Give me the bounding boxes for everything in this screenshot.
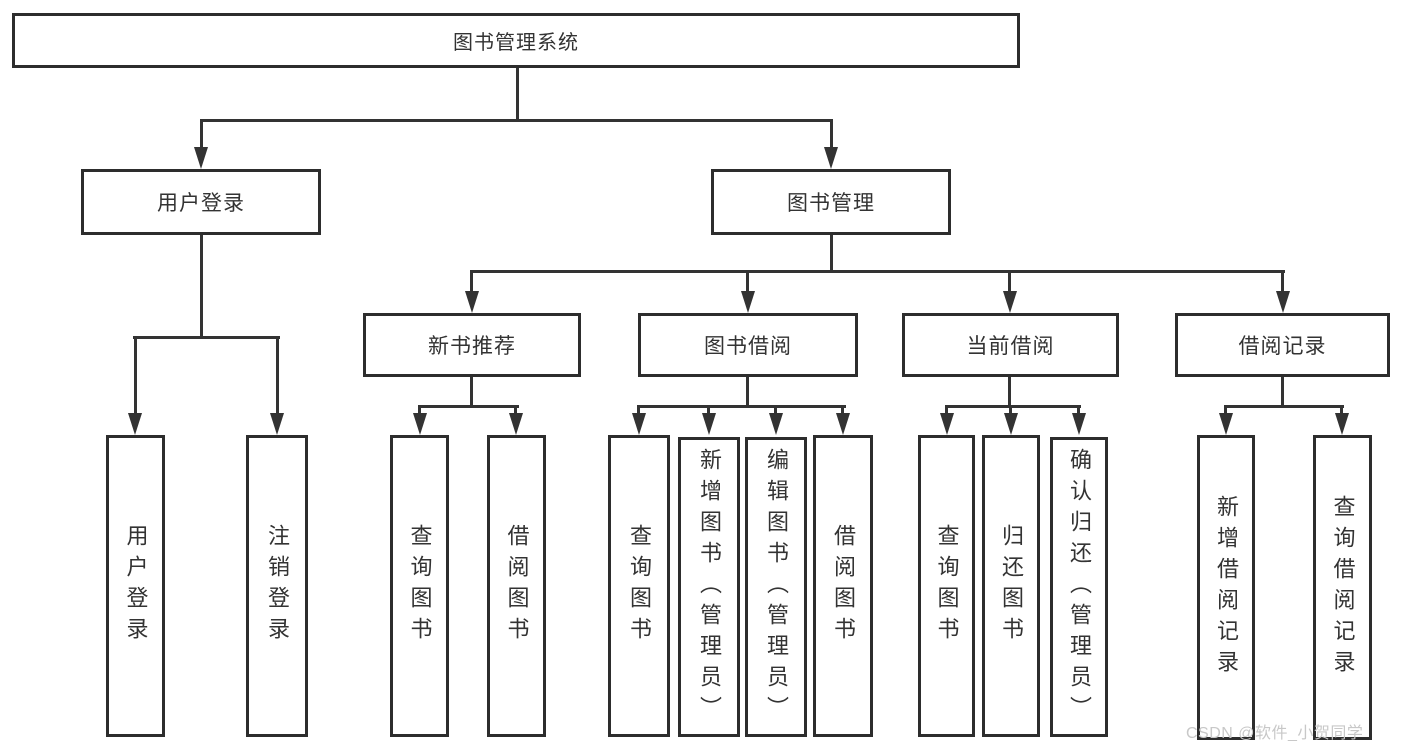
connector-leaf (1009, 405, 1012, 417)
connector-book-mgmt-stem (830, 235, 833, 273)
csdn-watermark: CSDN @软件_小贺同学 (1186, 725, 1364, 742)
arrow-leaf (413, 413, 427, 435)
arrow-to-user-login (194, 147, 208, 169)
connector-leaf (945, 405, 948, 417)
connector-leaf (774, 405, 777, 417)
arrow-leaf (702, 413, 716, 435)
node-current-borrowing: 当前借阅 (902, 313, 1119, 377)
arrow-leaf (940, 413, 954, 435)
arrow-to-book-mgmt (824, 147, 838, 169)
leaf-label: 借阅图书 (504, 524, 530, 648)
connector-borrow-records-stem (1281, 377, 1284, 408)
connector-to-current-borrow (1008, 270, 1011, 295)
leaf-borrow-books-newrec: 借阅图书 (487, 435, 546, 737)
arrow-leaf (1072, 413, 1086, 435)
leaf-label: 新增借阅记录 (1214, 494, 1239, 681)
arrow-leaf (769, 413, 783, 435)
connector-to-leaf-login (134, 336, 137, 416)
connector-leaf (707, 405, 710, 417)
connector-borrow-records-branch (1224, 405, 1344, 408)
leaf-return-books: 归还图书 (982, 435, 1040, 737)
leaf-add-borrow-record: 新增借阅记录 (1197, 435, 1255, 740)
leaf-label: 查询图书 (407, 524, 433, 648)
arrow-leaf (836, 413, 850, 435)
arrow-to-leaf-logout (270, 413, 284, 435)
leaf-user-login: 用户登录 (106, 435, 165, 737)
connector-book-borrow-branch (637, 405, 846, 408)
leaf-label: 新增图书（管理员） (697, 447, 722, 727)
connector-leaf (637, 405, 640, 417)
leaf-edit-books-admin: 编辑图书（管理员） (745, 437, 807, 737)
connector-to-book-mgmt (830, 119, 833, 151)
leaf-borrow-books: 借阅图书 (813, 435, 873, 737)
leaf-label: 确认归还（管理员） (1067, 447, 1092, 727)
connector-current-borrow-branch (945, 405, 1081, 408)
connector-leaf (1077, 405, 1080, 417)
leaf-label: 借阅图书 (831, 524, 856, 648)
leaf-query-books-newrec: 查询图书 (390, 435, 449, 737)
leaf-label: 归还图书 (999, 524, 1024, 648)
arrow-leaf (1335, 413, 1349, 435)
arrow-leaf (1004, 413, 1018, 435)
connector-user-login-stem (200, 235, 203, 339)
arrow-leaf (632, 413, 646, 435)
leaf-label: 注销登录 (265, 524, 290, 648)
node-library-management-system: 图书管理系统 (12, 13, 1020, 68)
connector-to-borrow-records (1281, 270, 1284, 295)
connector-leaf (1340, 405, 1343, 417)
node-user-login: 用户登录 (81, 169, 321, 235)
connector-leaf (1224, 405, 1227, 417)
leaf-query-books-borrow: 查询图书 (608, 435, 670, 737)
leaf-label: 查询图书 (627, 524, 652, 648)
connector-root-branch (200, 119, 833, 122)
node-book-borrowing: 图书借阅 (638, 313, 858, 377)
connector-root-stem (516, 68, 519, 121)
node-book-management: 图书管理 (711, 169, 951, 235)
node-new-book-recommend: 新书推荐 (363, 313, 581, 377)
connector-leaf (841, 405, 844, 417)
connector-to-user-login (200, 119, 203, 151)
leaf-logout: 注销登录 (246, 435, 308, 737)
connector-book-mgmt-branch (470, 270, 1285, 273)
leaf-label: 编辑图书（管理员） (764, 447, 789, 727)
connector-user-login-branch (133, 336, 280, 339)
arrow-to-book-borrow (741, 291, 755, 313)
connector-book-borrow-stem (746, 377, 749, 408)
leaf-label: 查询借阅记录 (1330, 494, 1356, 681)
connector-to-book-borrow (746, 270, 749, 295)
connector-leaf (514, 405, 517, 417)
arrow-to-borrow-records (1276, 291, 1290, 313)
connector-new-book-stem (470, 377, 473, 408)
leaf-query-books-current: 查询图书 (918, 435, 975, 737)
leaf-label: 用户登录 (123, 524, 149, 648)
arrow-to-leaf-login (128, 413, 142, 435)
leaf-query-borrow-record: 查询借阅记录 (1313, 435, 1372, 740)
connector-to-leaf-logout (276, 336, 279, 416)
arrow-leaf (1219, 413, 1233, 435)
connector-current-borrow-stem (1008, 377, 1011, 408)
leaf-confirm-return-admin: 确认归还（管理员） (1050, 437, 1108, 737)
arrow-to-current-borrow (1003, 291, 1017, 313)
connector-leaf (418, 405, 421, 417)
leaf-add-books-admin: 新增图书（管理员） (678, 437, 740, 737)
arrow-to-new-book (465, 291, 479, 313)
connector-to-new-book (470, 270, 473, 295)
node-borrowing-records: 借阅记录 (1175, 313, 1390, 377)
arrow-leaf (509, 413, 523, 435)
leaf-label: 查询图书 (934, 524, 960, 648)
connector-new-book-branch (418, 405, 519, 408)
